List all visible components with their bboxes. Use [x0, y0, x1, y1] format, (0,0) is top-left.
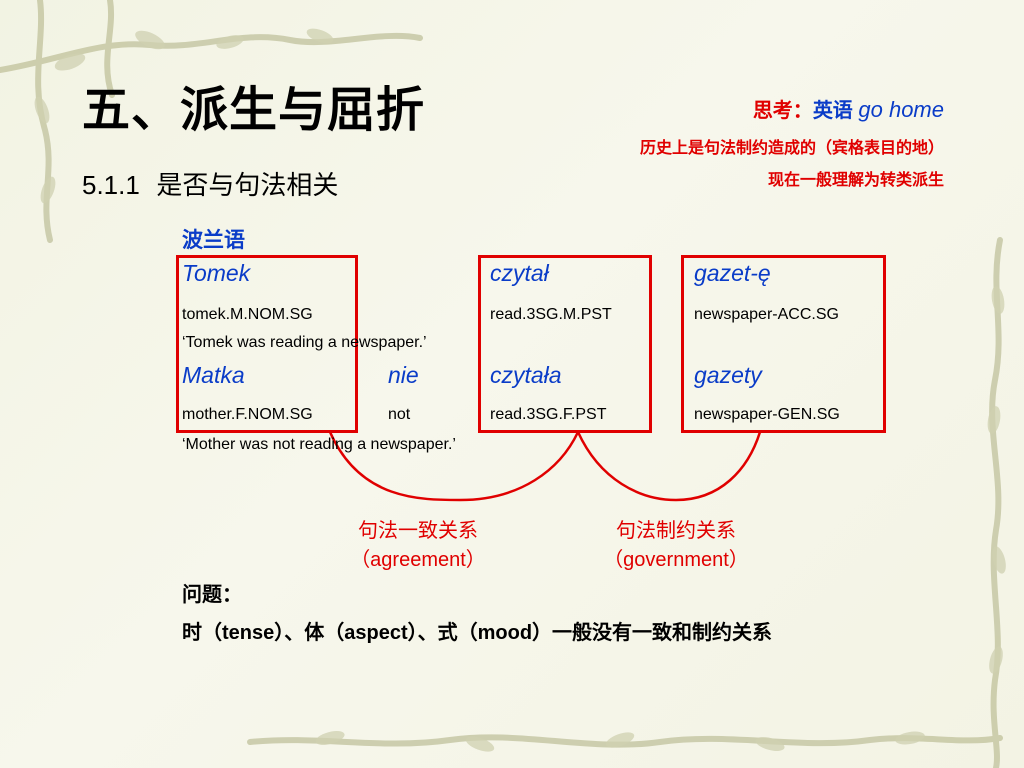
ex1-word-verb: czytał: [490, 260, 549, 286]
think-current: 现在一般理解为转类派生: [767, 172, 944, 189]
ex2-gloss-object: newspaper-GEN.SG: [694, 406, 840, 423]
think-prefix: 思考：: [752, 100, 813, 122]
ex2-gloss-negation: not: [388, 406, 411, 423]
ex1-gloss-object: newspaper-ACC.SG: [694, 306, 839, 323]
agreement-label-zh: 句法一致关系: [358, 520, 478, 542]
language-label: 波兰语: [182, 229, 245, 252]
government-curve: [576, 431, 762, 502]
ex1-word-subject: Tomek: [182, 260, 251, 286]
government-label-en: （government）: [603, 549, 749, 571]
think-note: 思考：英语 go home: [753, 94, 944, 123]
slide-title: 五、派生与屈折: [82, 82, 426, 138]
agreement-label-en: （agreement）: [350, 549, 486, 571]
ex2-gloss-verb: read.3SG.F.PST: [490, 406, 607, 423]
government-label-zh: 句法制约关系: [616, 520, 736, 542]
subject-box: [176, 255, 358, 433]
agreement-curve: [328, 431, 580, 502]
verb-box: [478, 255, 652, 433]
section-number: 5.1.1: [82, 170, 140, 200]
question-label: 问题：: [182, 584, 242, 606]
ex2-word-verb: czytała: [490, 362, 562, 388]
question-text: 时（tense）、体（aspect）、式（mood）一般没有一致和制约关系: [182, 622, 773, 644]
ex1-translation: ‘Tomek was reading a newspaper.’: [182, 334, 427, 351]
think-history: 历史上是句法制约造成的（宾格表目的地）: [639, 140, 944, 157]
section-title: 是否与句法相关: [156, 171, 339, 201]
object-box: [681, 255, 886, 433]
section-heading: 5.1.1 是否与句法相关: [82, 165, 338, 202]
ex2-word-subject: Matka: [182, 362, 245, 388]
think-example: go home: [858, 97, 944, 122]
ex1-word-object: gazet-ę: [694, 260, 771, 286]
ex2-word-negation: nie: [388, 362, 419, 388]
ex2-word-object: gazety: [694, 362, 762, 388]
ex1-gloss-subject: tomek.M.NOM.SG: [182, 306, 313, 323]
ex1-gloss-verb: read.3SG.M.PST: [490, 306, 612, 323]
think-english: 英语: [812, 100, 853, 122]
ex2-gloss-subject: mother.F.NOM.SG: [182, 406, 313, 423]
ex2-translation: ‘Mother was not reading a newspaper.’: [182, 436, 456, 453]
